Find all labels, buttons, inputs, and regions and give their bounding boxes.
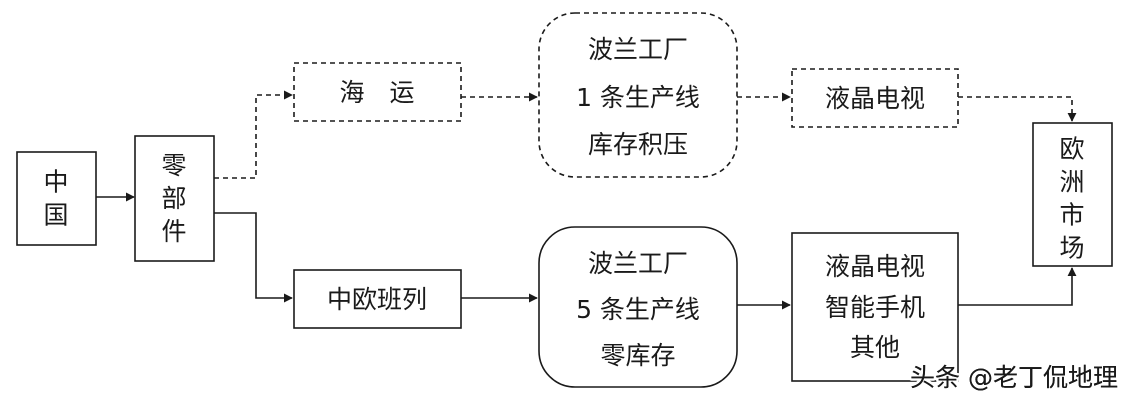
arrow-parts-to-sea-freight [214, 90, 293, 179]
products-bottom-line2: 智能手机 [825, 293, 925, 322]
poland-top-line2: 1 条生产线 [576, 83, 700, 112]
node-parts-label: 零部件 [161, 151, 186, 246]
node-china-label: 中国 [43, 168, 68, 230]
poland-bottom-line1: 波兰工厂 [588, 249, 688, 278]
node-poland-factory-bottom: 波兰工厂 5 条生产线 零库存 [538, 226, 738, 388]
poland-bottom-line3: 零库存 [600, 341, 675, 370]
poland-top-line1: 波兰工厂 [588, 35, 688, 64]
poland-bottom-line2: 5 条生产线 [576, 295, 700, 324]
watermark-text-fill: 头条 @老丁侃地理 [910, 363, 1118, 392]
node-sea-freight: 海 运 [293, 62, 462, 122]
watermark: 头条 @老丁侃地理 头条 @老丁侃地理 [908, 361, 1121, 395]
node-poland-factory-top: 波兰工厂 1 条生产线 库存积压 [538, 12, 738, 178]
node-china: 中国 [16, 151, 97, 246]
node-europe-market: 欧洲市场 [1032, 122, 1113, 267]
node-europe-market-label: 欧洲市场 [1059, 135, 1084, 263]
node-lcd-tv-top: 液晶电视 [791, 68, 959, 128]
products-bottom-line3: 其他 [850, 333, 900, 362]
node-rail-label: 中欧班列 [327, 285, 427, 314]
arrow-lcd-tv-to-europe-market [958, 96, 1077, 122]
node-lcd-tv-top-label: 液晶电视 [825, 84, 925, 113]
arrow-products-to-europe-market [958, 267, 1077, 306]
poland-top-line3: 库存积压 [588, 130, 688, 159]
arrow-parts-to-rail [214, 212, 293, 303]
node-rail: 中欧班列 [293, 269, 462, 329]
node-parts: 零部件 [134, 135, 215, 262]
connectors [96, 90, 1077, 310]
watermark-text: 头条 @老丁侃地理 [910, 363, 1118, 392]
products-bottom-line1: 液晶电视 [825, 252, 925, 281]
node-sea-freight-label: 海 运 [339, 78, 414, 107]
node-products-bottom: 液晶电视 智能手机 其他 [791, 232, 959, 382]
